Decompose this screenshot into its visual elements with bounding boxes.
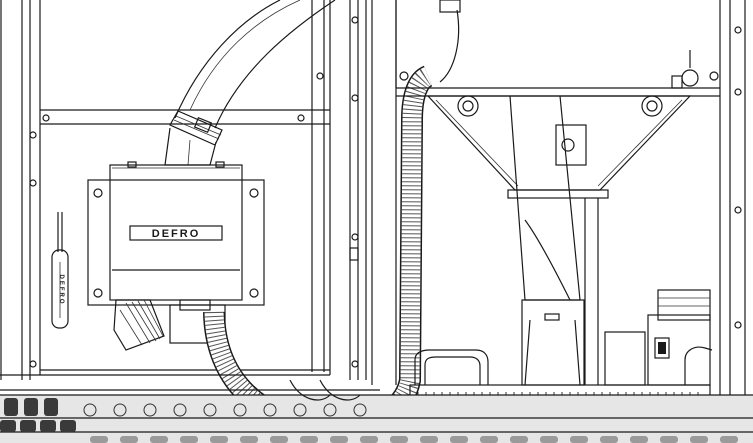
cyclone-hopper: [426, 95, 692, 386]
feeder-mount-plate: [87, 179, 265, 306]
feeder-unit: DEFRO: [109, 161, 243, 351]
floor-base: [0, 374, 753, 443]
vacuum-sensor: DEFRO: [51, 212, 69, 329]
power-switch-icon: [658, 342, 666, 354]
control-box: [604, 289, 711, 386]
feeder-brand-label: DEFRO: [152, 228, 201, 240]
sensor-brand-label: DEFRO: [58, 275, 64, 306]
left-cabinet: [0, 0, 367, 380]
right-cabinet: [371, 0, 746, 410]
suction-hose-upper: [174, 0, 336, 129]
hose-clamp: [169, 110, 223, 146]
lower-pipes: [414, 346, 713, 385]
